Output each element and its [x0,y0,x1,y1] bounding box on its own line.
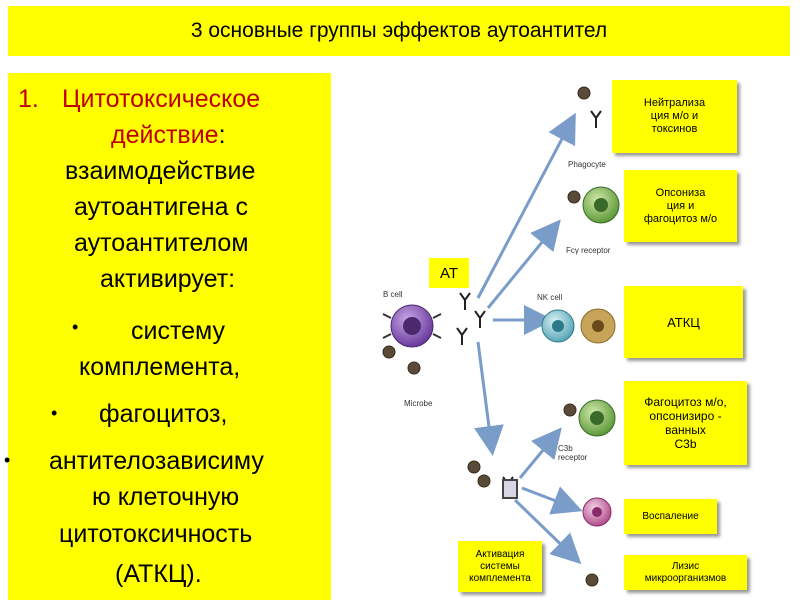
box-opsonization-line-1: Опсониза [655,186,706,199]
item-3-line-1: антителозависиму [49,447,264,475]
box-complement-line-1: Активация [475,548,525,560]
c3b-phagocyte [578,399,616,437]
body-line-3: аутоантителом [74,229,249,257]
arrows [474,112,583,565]
item-3-line-3: цитотоксичность [59,520,253,548]
left-panel: 1. Цитотоксическое действие: взаимодейст… [4,73,331,600]
box-inflammation: Воспаление [624,499,717,534]
label-b-cell: B cell [383,290,403,299]
body-line-2: аутоантигена с [74,193,248,221]
nk-cell [541,308,616,344]
label-phagocyte: Phagocyte [568,160,606,169]
box-lysis-line-1: Лизис [671,560,700,572]
label-c3b-receptor: C3b receptor [558,444,588,462]
slide-title: 3 основные группы эффектов аутоантител [190,19,608,42]
item-3-line-2: ю клеточную [92,483,240,511]
list-number: 1. [18,85,39,113]
arrow-phagocytosis [518,427,562,479]
box-neutralization-line-2: ция м/о и [650,110,699,122]
label-microbe: Microbe [404,399,433,408]
bullet-1: • [72,317,79,337]
label-nk-cell: NK cell [537,293,563,302]
arrow-neutralization [476,112,576,299]
box-neutralization-line-3: токсинов [651,123,698,135]
microbes [382,86,599,587]
box-phagocytosis-line-3: ванных [665,423,706,437]
arrow-lysis [513,498,582,565]
item-1-line-1: систему [131,317,226,345]
inflammation-cell [582,497,612,527]
arrow-inflammation [521,486,583,515]
antibody-effects-diagram [382,86,620,587]
heading-line-1: Цитотоксическое [62,85,261,113]
item-2: фагоцитоз, [99,400,228,428]
box-opsonization-line-2: ция и [666,199,695,212]
box-atkc: АТКЦ [624,286,743,358]
box-complement-line-3: комплемента [469,572,531,584]
box-inflammation-line-1: Воспаление [642,511,699,522]
box-phagocytosis-line-1: Фагоцитоз м/о, [644,395,727,409]
box-complement-line-2: системы [480,560,520,572]
box-neutralization-line-1: Нейтрализа [643,97,706,109]
phagocyte [582,186,620,224]
arrow-complement [474,341,504,456]
body-line-1: взаимодействие [65,157,256,185]
bullet-2: • [51,403,58,423]
item-1-line-2: комплемента, [79,353,241,381]
bullet-3: • [4,450,11,470]
arrow-opsonization [486,219,561,309]
box-phagocytosis-line-2: опсонизиро - [649,409,722,423]
item-3-line-4: (АТКЦ). [115,560,202,588]
at-label: АТ [440,264,458,282]
complement-complex [502,479,518,499]
box-phagocytosis-line-4: С3b [674,437,697,451]
title-bar: 3 основные группы эффектов аутоантител [8,6,790,56]
at-label-box: АТ [429,258,469,288]
box-opsonization-line-3: фагоцитоз м/о [643,212,718,225]
heading-colon: : [218,121,226,149]
body-line-4: активирует: [100,265,236,293]
heading-line-2-wrap: действие: [111,117,226,153]
b-cell [382,304,442,348]
label-fc-receptor: Fcγ receptor [566,246,611,255]
box-atkc-line-1: АТКЦ [667,314,700,330]
box-lysis-line-2: микроорганизмов [644,572,727,584]
heading-line-2: действие [111,121,219,149]
